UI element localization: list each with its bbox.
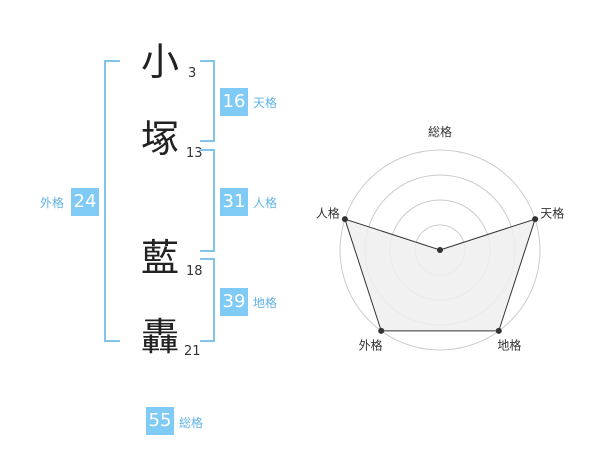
radar-axis-label-0: 総格 <box>428 124 452 139</box>
chikaku-bracket <box>200 258 215 342</box>
radar-point-2 <box>495 327 502 334</box>
tenkaku-bracket <box>200 60 215 142</box>
jinkaku-value: 31 <box>220 188 248 216</box>
gaikaku-value: 24 <box>71 188 99 216</box>
stroke-count-2: 13 <box>186 146 203 161</box>
name-char-4: 轟 <box>141 315 180 359</box>
jinkaku-label: 人格 <box>253 196 278 210</box>
gaikaku-label: 外格 <box>40 196 65 210</box>
radar-axis-label-1: 天格 <box>540 206 564 221</box>
tenkaku-value: 16 <box>220 88 248 116</box>
name-char-1: 小 <box>141 40 180 84</box>
radar-data-area <box>344 218 536 332</box>
radar-axis-label-4: 人格 <box>316 206 340 221</box>
soukaku-label: 総格 <box>179 416 204 430</box>
name-char-3: 藍 <box>141 236 180 280</box>
stroke-count-1: 3 <box>188 66 197 81</box>
name-char-2: 塚 <box>141 117 180 161</box>
radar-axis-label-2: 地格 <box>497 337 521 352</box>
tenkaku-label: 天格 <box>253 96 278 110</box>
chikaku-label: 地格 <box>253 296 278 310</box>
radar-point-0 <box>437 247 443 253</box>
soukaku-value: 55 <box>146 407 174 435</box>
radar-axis-label-3: 外格 <box>359 337 383 352</box>
radar-grid-ring <box>339 149 541 351</box>
radar-point-4 <box>341 216 348 223</box>
stroke-count-4: 21 <box>184 344 201 359</box>
chikaku-value: 39 <box>220 288 248 316</box>
jinkaku-bracket <box>200 149 215 252</box>
radar-point-1 <box>532 216 539 223</box>
stroke-count-3: 18 <box>186 264 203 279</box>
gaikaku-bracket <box>104 60 120 342</box>
radar-point-3 <box>378 327 385 334</box>
